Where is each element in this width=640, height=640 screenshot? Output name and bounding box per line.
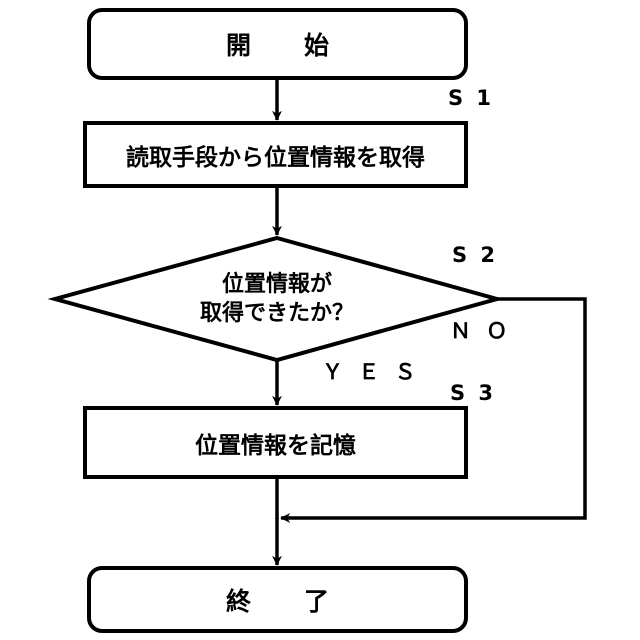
node-s3-shape	[83, 406, 468, 479]
branch-label-no: Ｎ Ｏ	[450, 319, 512, 343]
edge-s2-no-to-merge	[280, 297, 587, 523]
node-start-shape	[87, 8, 468, 80]
step-tag-s3: S 3	[450, 381, 497, 405]
node-end-shape	[87, 566, 468, 633]
node-s1-shape	[83, 121, 468, 188]
node-s2-shape	[47, 235, 505, 363]
step-tag-s2: S 2	[452, 243, 499, 267]
step-tag-s1: S 1	[448, 86, 495, 110]
branch-label-yes: Ｙ Ｅ Ｓ	[322, 360, 420, 384]
